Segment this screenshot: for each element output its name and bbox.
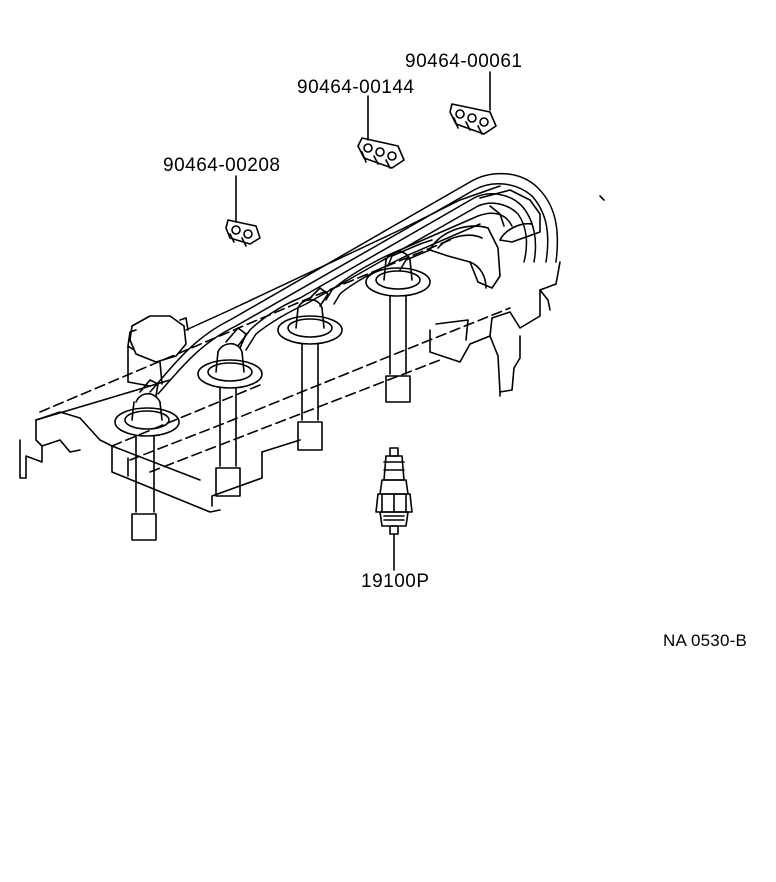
cord-clamp-00144 bbox=[358, 96, 404, 168]
part-number-label: 19100P bbox=[361, 571, 430, 592]
high-tension-cords bbox=[150, 174, 557, 394]
diagram-reference-code: NA 0530-B bbox=[663, 631, 748, 650]
plug-boot-3 bbox=[278, 288, 342, 450]
part-number-label: 90464-00061 bbox=[405, 51, 523, 72]
part-number-label: 90464-00208 bbox=[163, 155, 281, 176]
plug-boot-4 bbox=[366, 252, 430, 402]
cylinder-head bbox=[20, 190, 604, 512]
cord-clamp-00208 bbox=[226, 176, 260, 246]
cord-clamp-00061 bbox=[450, 72, 496, 134]
spark-plug bbox=[376, 448, 412, 570]
plug-boot-1 bbox=[115, 380, 179, 540]
plug-boot-2 bbox=[198, 328, 262, 496]
part-number-label: 90464-00144 bbox=[297, 77, 415, 98]
